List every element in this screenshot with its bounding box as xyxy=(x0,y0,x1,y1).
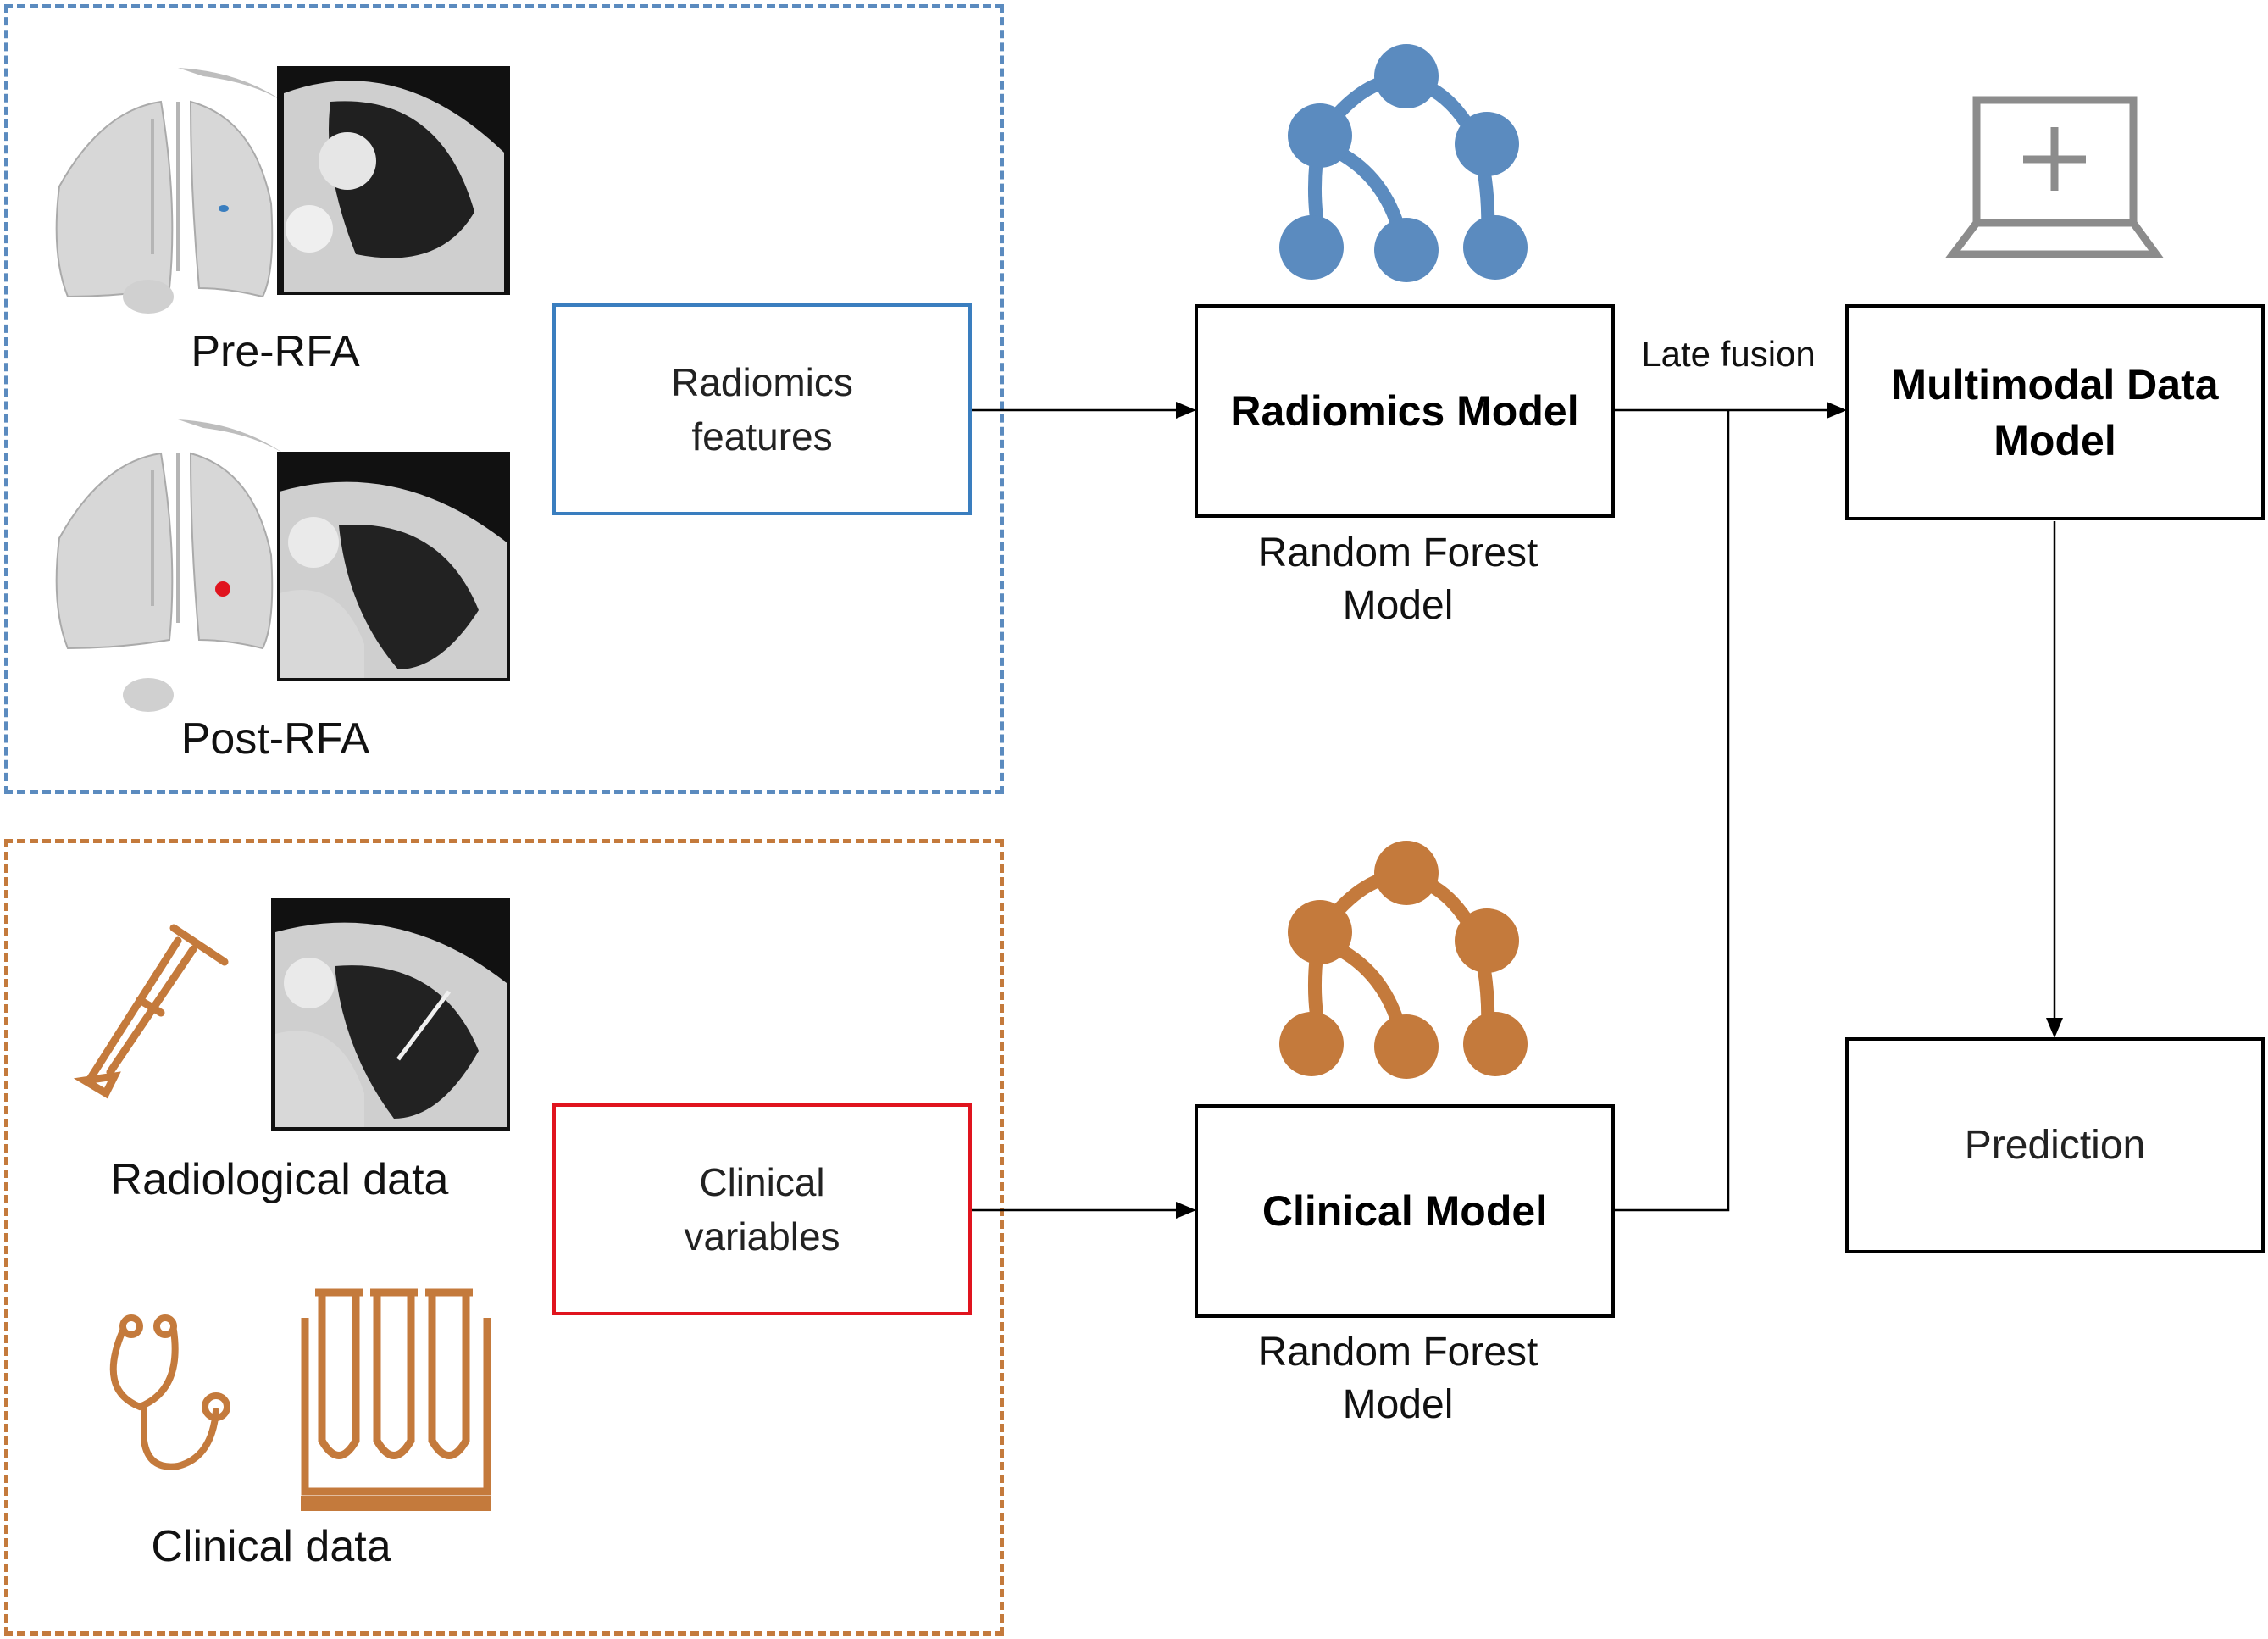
radiological-data-label: Radiological data xyxy=(110,1155,449,1204)
radiomics-features-box: Radiomics features xyxy=(552,303,972,515)
ct-scan-pre-image xyxy=(277,66,510,295)
radiomics-model-subtitle: Random Forest Model xyxy=(1257,531,1539,628)
clinical-model-box: Clinical Model xyxy=(1195,1104,1615,1318)
imaging-group-frame xyxy=(4,4,1004,794)
test-tubes-icon xyxy=(301,1288,491,1511)
ct-scan-radiological-image xyxy=(271,898,510,1131)
tree-icon-blue xyxy=(1279,44,1528,282)
clinical-variables-label: Clinical variables xyxy=(684,1160,840,1258)
ct-scan-post-image xyxy=(277,452,510,681)
multimodal-model-box: Multimodal Data Model xyxy=(1845,304,2265,520)
prediction-label: Prediction xyxy=(1964,1123,2146,1168)
post-rfa-label: Post-RFA xyxy=(180,714,370,764)
pre-rfa-label: Pre-RFA xyxy=(191,327,360,376)
tree-icon-orange xyxy=(1279,841,1528,1079)
multimodal-model-label: Multimodal Data Model xyxy=(1891,360,2219,464)
arrowheads xyxy=(1176,402,2063,1219)
crutch-icon xyxy=(73,924,229,1099)
late-fusion-label: Late fusion xyxy=(1641,334,1816,374)
radiomics-model-box: Radiomics Model xyxy=(1195,304,1615,518)
radiomics-features-label: Radiomics features xyxy=(671,360,853,458)
radiomics-model-label: Radiomics Model xyxy=(1230,387,1579,435)
laptop-plus-icon xyxy=(1944,96,2164,258)
clinical-model-label: Clinical Model xyxy=(1262,1187,1548,1235)
clinical-group-frame xyxy=(4,839,1004,1636)
prediction-box: Prediction xyxy=(1845,1037,2265,1253)
clinical-data-label: Clinical data xyxy=(151,1522,391,1571)
clinical-model-subtitle: Random Forest Model xyxy=(1257,1330,1539,1427)
stethoscope-icon xyxy=(109,1314,230,1470)
clinical-variables-box: Clinical variables xyxy=(552,1103,972,1315)
lung-icon xyxy=(55,68,305,314)
connectors xyxy=(972,408,2056,1212)
lung-icon xyxy=(55,419,305,712)
